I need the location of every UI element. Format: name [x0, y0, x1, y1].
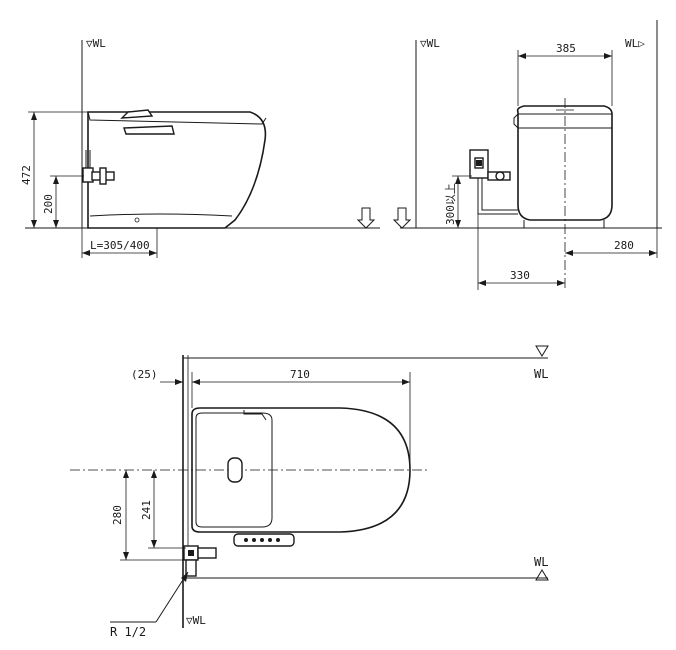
- dim-L-label: L=305/400: [90, 239, 150, 252]
- top-wl-lower-icon: [535, 569, 549, 581]
- front-toilet-body: [516, 105, 613, 221]
- side-supply-valve: [82, 150, 115, 185]
- top-seat-panel: [195, 412, 273, 528]
- front-toilet-lid: [513, 113, 613, 129]
- top-wall-lower-label: ▽WL: [186, 614, 206, 627]
- pipe-leader-line: [155, 571, 189, 623]
- front-view: ▽WL WL▷ 385: [392, 20, 662, 290]
- side-lid-hinge: [120, 109, 154, 119]
- top-supply-fitting: [183, 545, 217, 577]
- top-wl-upper-icon: [535, 345, 549, 357]
- side-view: ▽WL 472 200: [20, 37, 380, 258]
- pipe-size-label: R 1/2: [110, 625, 146, 639]
- dim-280-front-label: 280: [614, 239, 634, 252]
- side-toilet-base: [89, 213, 233, 217]
- front-floor-arrow-icon: [392, 207, 412, 229]
- dim-241-label: 241: [140, 500, 153, 520]
- dim-472-label: 472: [20, 165, 33, 185]
- side-floor-arrow-icon: [356, 207, 376, 229]
- top-wl-upper-label: WL: [534, 367, 548, 381]
- top-nozzle-cover: [227, 457, 243, 483]
- dim-200-label: 200: [42, 194, 55, 214]
- dim-280-top-label: 280: [111, 505, 124, 525]
- top-wl-lower-label: WL: [534, 555, 548, 569]
- top-view: WL WL (25): [70, 345, 549, 639]
- top-control-panel: [233, 533, 295, 547]
- dim-25-label: (25): [131, 368, 158, 381]
- side-drain-mark: [134, 217, 140, 223]
- side-wall-label: ▽WL: [86, 37, 106, 50]
- front-wall-left-label: ▽WL: [420, 37, 440, 50]
- front-supply-unit: [469, 149, 518, 215]
- side-toilet-body: [87, 111, 267, 229]
- dim-710-label: 710: [290, 368, 310, 381]
- side-toilet-lid: [87, 111, 267, 125]
- top-toilet-body: [191, 407, 411, 533]
- dim-330-label: 330: [510, 269, 530, 282]
- dim-385-label: 385: [556, 42, 576, 55]
- dim-300-label: 300以上: [444, 183, 457, 225]
- front-wall-right-label: WL▷: [625, 37, 645, 50]
- side-lid-handle: [123, 125, 175, 135]
